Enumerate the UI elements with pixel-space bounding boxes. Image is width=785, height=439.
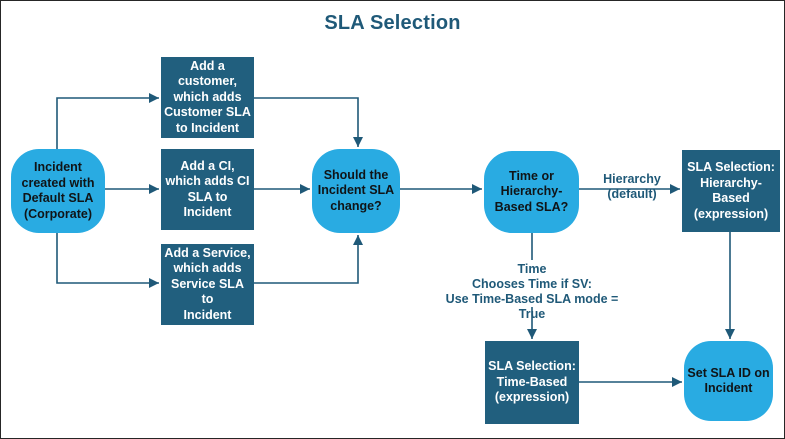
node-add-customer: Add a customer, which adds Customer SLA … <box>161 57 254 138</box>
node-label: Incident created with Default SLA (Corpo… <box>21 160 95 221</box>
edge-label-hierarchy-default: Hierarchy (default) <box>603 172 661 201</box>
node-time-or-hierarchy-based-sla: Time or Hierarchy- Based SLA? <box>484 151 579 233</box>
diagram-title: SLA Selection <box>324 12 461 34</box>
node-label: Add a Service, which adds Service SLA to… <box>164 245 251 322</box>
node-add-ci: Add a CI, which adds CI SLA to Incident <box>161 149 254 230</box>
node-label: Add a customer, which adds Customer SLA … <box>164 58 251 135</box>
connector-incident-to-add-service <box>56 233 159 288</box>
node-sla-selection-hierarchy-based: SLA Selection: Hierarchy- Based (express… <box>682 150 780 232</box>
node-add-service: Add a Service, which adds Service SLA to… <box>161 244 254 325</box>
node-should-incident-sla-change: Should the Incident SLA change? <box>312 149 400 233</box>
node-label: SLA Selection: Hierarchy- Based (express… <box>687 160 775 221</box>
connector-add-service-to-should-change <box>254 235 363 284</box>
node-set-sla-id-on-incident: Set SLA ID on Incident <box>684 341 773 421</box>
edge-label-time-condition: Time Chooses Time if SV: Use Time-Based … <box>445 262 619 321</box>
node-sla-selection-time-based: SLA Selection: Time-Based (expression) <box>485 341 579 424</box>
node-incident-created-default-sla: Incident created with Default SLA (Corpo… <box>11 149 105 233</box>
node-label: Should the Incident SLA change? <box>317 167 395 213</box>
connector-add-customer-to-should-change <box>254 97 363 147</box>
connector-incident-to-add-customer <box>56 93 159 149</box>
node-label: Set SLA ID on Incident <box>687 365 770 396</box>
node-label: Time or Hierarchy- Based SLA? <box>494 168 569 214</box>
node-label: SLA Selection: Time-Based (expression) <box>488 359 576 405</box>
node-label: Add a CI, which adds CI SLA to Incident <box>165 158 250 220</box>
